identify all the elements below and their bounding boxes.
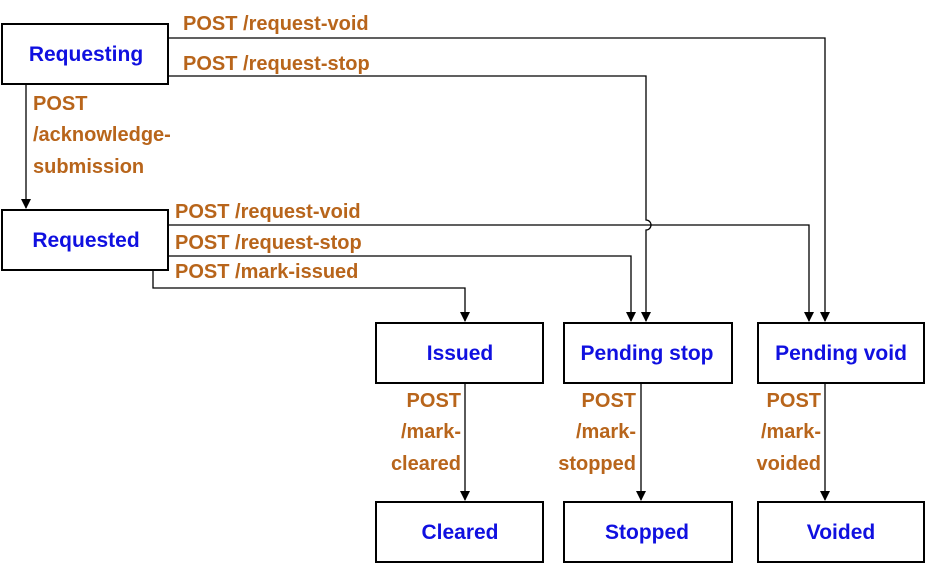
edge-label-ack-line-1: POST (33, 93, 87, 115)
state-box-requesting (1, 23, 169, 85)
edge-label-mark-voided-line-3: voided (757, 453, 821, 475)
state-label-requesting: Requesting (29, 43, 143, 66)
edge-label-mark-cleared-line-1: POST (407, 390, 461, 412)
state-label-requested: Requested (32, 229, 139, 252)
state-label-cleared: Cleared (421, 521, 498, 544)
state-box-voided (757, 501, 925, 563)
state-box-issued (375, 322, 544, 384)
state-label-pending-void: Pending void (775, 342, 907, 365)
state-label-issued: Issued (427, 342, 494, 365)
state-box-cleared (375, 501, 544, 563)
edge-requesting-to-pending-stop (168, 75, 652, 322)
edge-label-mark-cleared-line-3: cleared (391, 453, 461, 475)
edge-label-requested-stop: POST /request-stop (175, 232, 362, 254)
edge-label-mark-stopped-line-3: stopped (558, 453, 636, 475)
edge-requested-to-issued (152, 270, 470, 322)
edge-label-mark-stopped-line-1: POST (582, 390, 636, 412)
edge-label-requested-void: POST /request-void (175, 201, 361, 223)
edge-label-ack-line-3: submission (33, 156, 144, 178)
state-label-pending-stop: Pending stop (581, 342, 714, 365)
edge-label-mark-issued: POST /mark-issued (175, 261, 358, 283)
edge-requested-to-pending-void (168, 224, 814, 322)
edge-requesting-to-pending-void (168, 37, 830, 322)
edge-label-ack-line-2: /acknowledge- (33, 124, 171, 146)
edge-label-mark-cleared-line-2: /mark- (401, 421, 461, 443)
state-label-stopped: Stopped (605, 521, 689, 544)
state-box-pending-stop (563, 322, 733, 384)
edge-label-requesting-void: POST /request-void (183, 13, 369, 35)
state-box-stopped (563, 501, 733, 563)
state-box-pending-void (757, 322, 925, 384)
state-box-requested (1, 209, 169, 271)
edge-label-requesting-stop: POST /request-stop (183, 53, 370, 75)
edge-label-mark-stopped-line-2: /mark- (576, 421, 636, 443)
edge-requested-to-pending-stop (168, 255, 636, 322)
state-label-voided: Voided (807, 521, 875, 544)
edge-label-mark-voided-line-1: POST (767, 390, 821, 412)
edge-label-mark-voided-line-2: /mark- (761, 421, 821, 443)
